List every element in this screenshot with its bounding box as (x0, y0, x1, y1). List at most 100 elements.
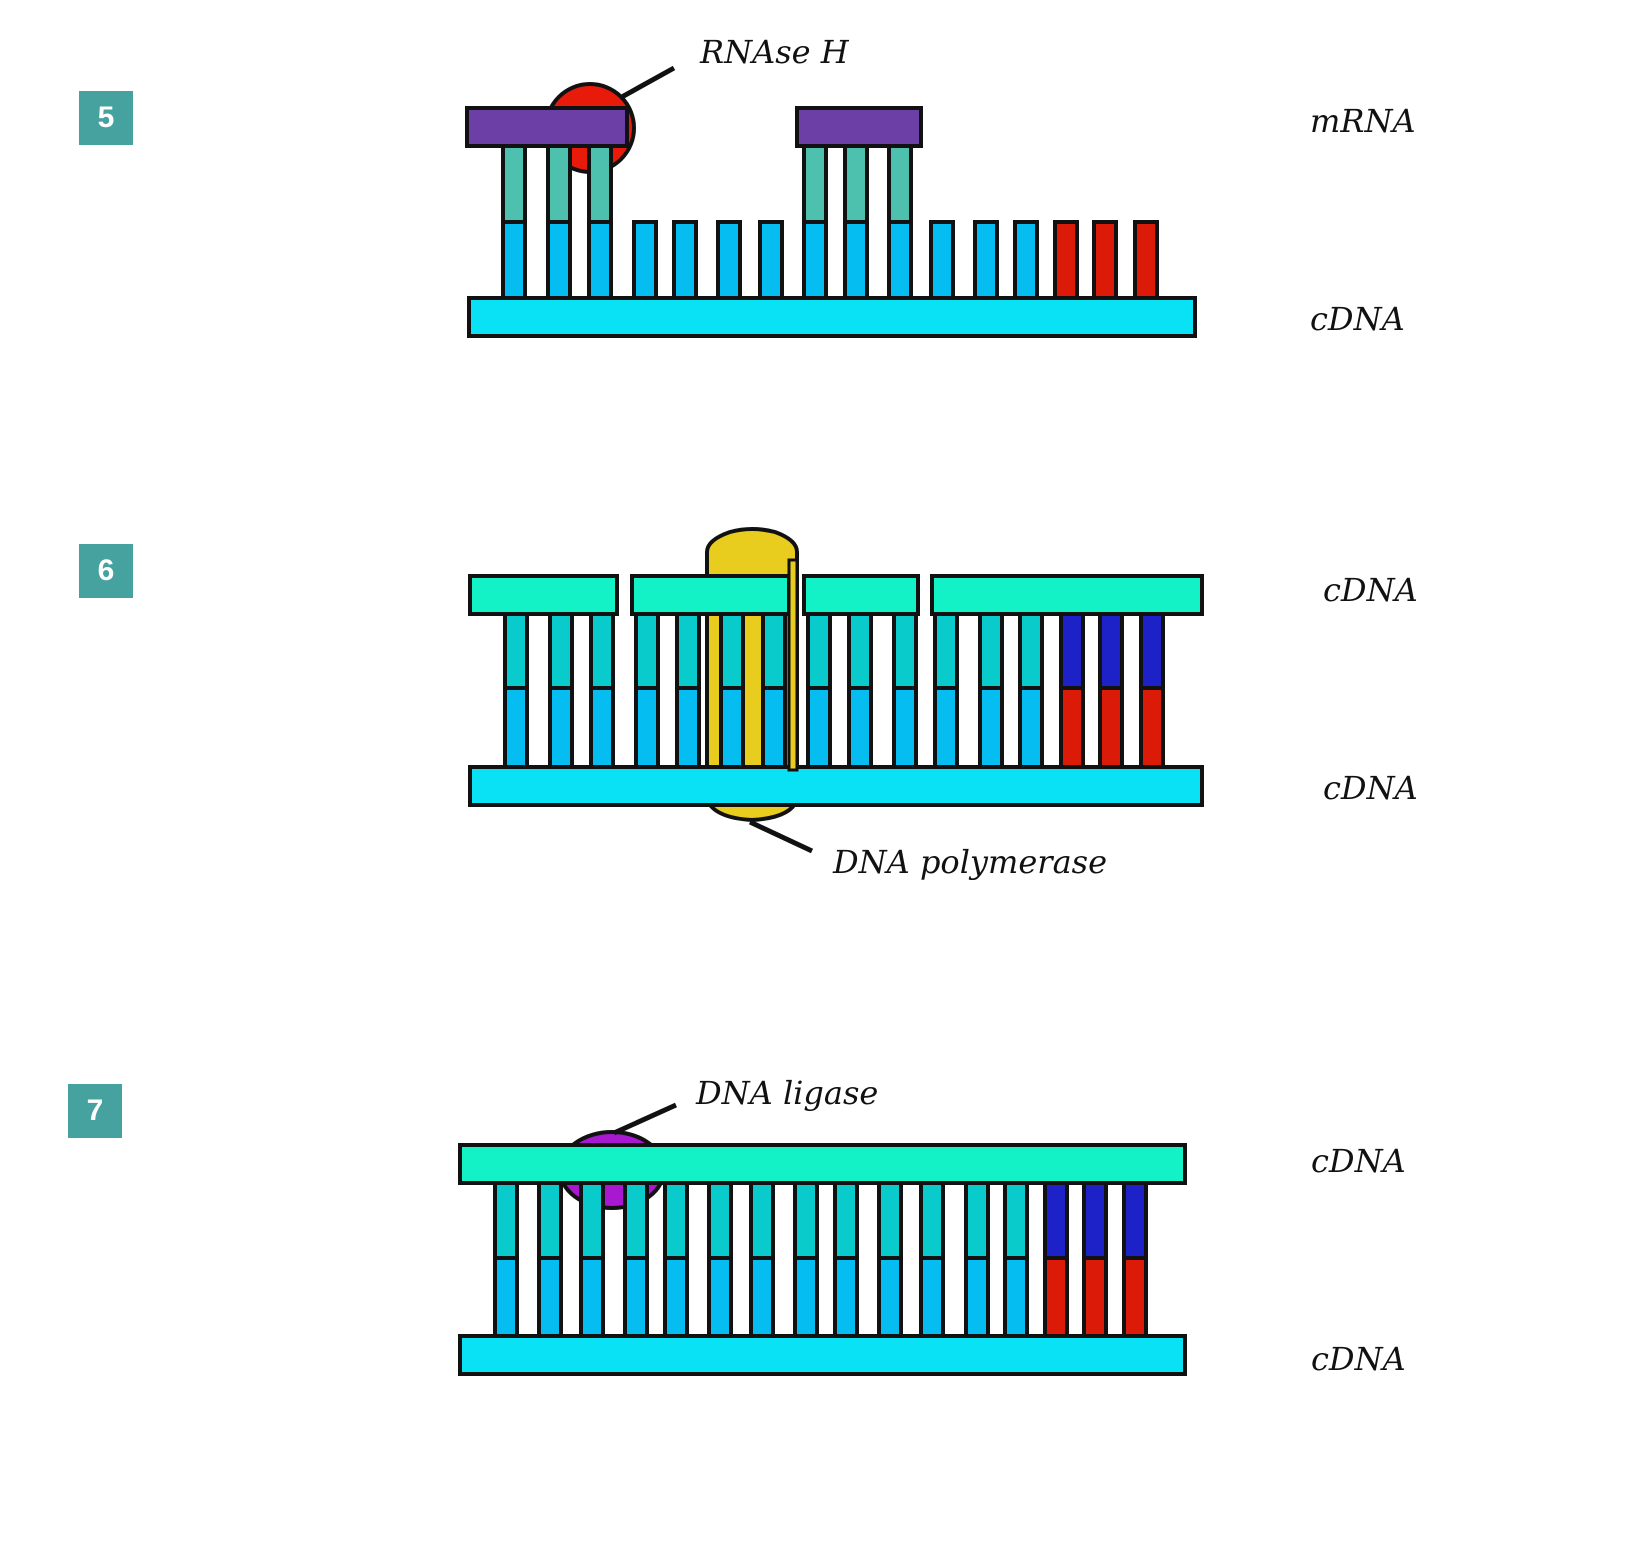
bottom-strand-base (1059, 686, 1085, 769)
bottom-strand-base (847, 686, 873, 769)
top-strand-base (719, 612, 745, 690)
top-strand-base (493, 1181, 519, 1260)
top-strand-base (877, 1181, 903, 1260)
top-strand-base (1082, 1181, 1108, 1260)
bottom-strand-base (761, 686, 787, 769)
bottom-strand-base (877, 1256, 903, 1338)
bottom-strand-base (793, 1256, 819, 1338)
bottom-strand-base (493, 1256, 519, 1338)
bottom-strand-base (587, 220, 613, 300)
bottom-strand-base (892, 686, 918, 769)
top-strand-base (1043, 1181, 1069, 1260)
top-strand-base (546, 144, 572, 224)
bottom-strand-base (758, 220, 784, 300)
bottom-strand-base (1053, 220, 1079, 300)
dna-polymerase-edge (787, 558, 799, 772)
bottom-strand-base (623, 1256, 649, 1338)
bottom-strand-base (579, 1256, 605, 1338)
bottom-strand-base (1018, 686, 1044, 769)
step-number: 6 (97, 554, 115, 587)
step-badge-6: 6 (79, 544, 133, 598)
bottom-strand-base (501, 220, 527, 300)
bottom-strand-base (964, 1256, 990, 1338)
dna-ligase-label: DNA ligase (695, 1074, 878, 1112)
bottom-strand-base (973, 220, 999, 300)
cdna-bottom-strand-label: cDNA (1311, 1340, 1406, 1378)
top-strand-base (623, 1181, 649, 1260)
step-7-group (458, 1102, 1187, 1376)
bottom-strand-base (1122, 1256, 1148, 1338)
bottom-strand-base (546, 220, 572, 300)
top-strand-base (675, 612, 701, 690)
top-strand-base (749, 1181, 775, 1260)
dna-polymerase-label: DNA polymerase (832, 843, 1107, 881)
cdna-bottom-backbone (458, 1334, 1187, 1376)
top-strand-base (634, 612, 660, 690)
top-strand-base (793, 1181, 819, 1260)
top-strand-base (548, 612, 574, 690)
mrna-fragment (465, 106, 629, 148)
cdna-top-fragment (930, 574, 1204, 616)
top-strand-base (587, 144, 613, 224)
step-badge-5: 5 (79, 91, 133, 145)
bottom-strand-base (1043, 1256, 1069, 1338)
bottom-strand-base (749, 1256, 775, 1338)
top-strand-base (919, 1181, 945, 1260)
bottom-strand-base (802, 220, 828, 300)
step-5-group (465, 65, 1197, 338)
dna-ligase-pointer (612, 1102, 678, 1136)
step-number: 7 (86, 1094, 104, 1127)
bottom-strand-base (929, 220, 955, 300)
bottom-strand-base (537, 1256, 563, 1338)
top-strand-base (1098, 612, 1124, 690)
top-strand-base (1139, 612, 1165, 690)
bottom-strand-base (1003, 1256, 1029, 1338)
top-strand-base (579, 1181, 605, 1260)
top-strand-base (761, 612, 787, 690)
bottom-strand-base (632, 220, 658, 300)
bottom-strand-base (843, 220, 869, 300)
rnase-h-pointer (618, 65, 676, 101)
bottom-strand-base (1098, 686, 1124, 769)
cdna-bottom-backbone (468, 765, 1204, 807)
cdna-strand-label: cDNA (1310, 300, 1405, 338)
rnase-h-label: RNAse H (699, 33, 850, 71)
top-strand-base (663, 1181, 689, 1260)
cdna-top-fragment (458, 1143, 1187, 1185)
top-strand-base (933, 612, 959, 690)
cdna-bottom-strand-label: cDNA (1323, 769, 1418, 807)
bottom-strand-base (1139, 686, 1165, 769)
top-strand-base (892, 612, 918, 690)
cdna-top-fragment (468, 574, 619, 616)
top-strand-base (1018, 612, 1044, 690)
top-strand-base (843, 144, 869, 224)
bottom-strand-base (707, 1256, 733, 1338)
top-strand-base (501, 144, 527, 224)
cdna-top-fragment (630, 574, 791, 616)
mrna-fragment (795, 106, 923, 148)
cdna-top-fragment (802, 574, 920, 616)
bottom-strand-base (978, 686, 1004, 769)
bottom-strand-base (833, 1256, 859, 1338)
top-strand-base (1003, 1181, 1029, 1260)
top-strand-base (847, 612, 873, 690)
top-strand-base (707, 1181, 733, 1260)
bottom-strand-base (589, 686, 615, 769)
step-badge-7: 7 (68, 1084, 122, 1138)
cdna-top-strand-label: cDNA (1323, 571, 1418, 609)
top-strand-base (1059, 612, 1085, 690)
top-strand-base (978, 612, 1004, 690)
top-strand-base (887, 144, 913, 224)
top-strand-base (964, 1181, 990, 1260)
bottom-strand-base (919, 1256, 945, 1338)
bottom-strand-base (1133, 220, 1159, 300)
top-strand-base (1122, 1181, 1148, 1260)
bottom-strand-base (675, 686, 701, 769)
bottom-strand-base (887, 220, 913, 300)
dna-polymerase-pointer (748, 819, 814, 854)
bottom-strand-base (719, 686, 745, 769)
bottom-strand-base (672, 220, 698, 300)
bottom-strand-base (663, 1256, 689, 1338)
